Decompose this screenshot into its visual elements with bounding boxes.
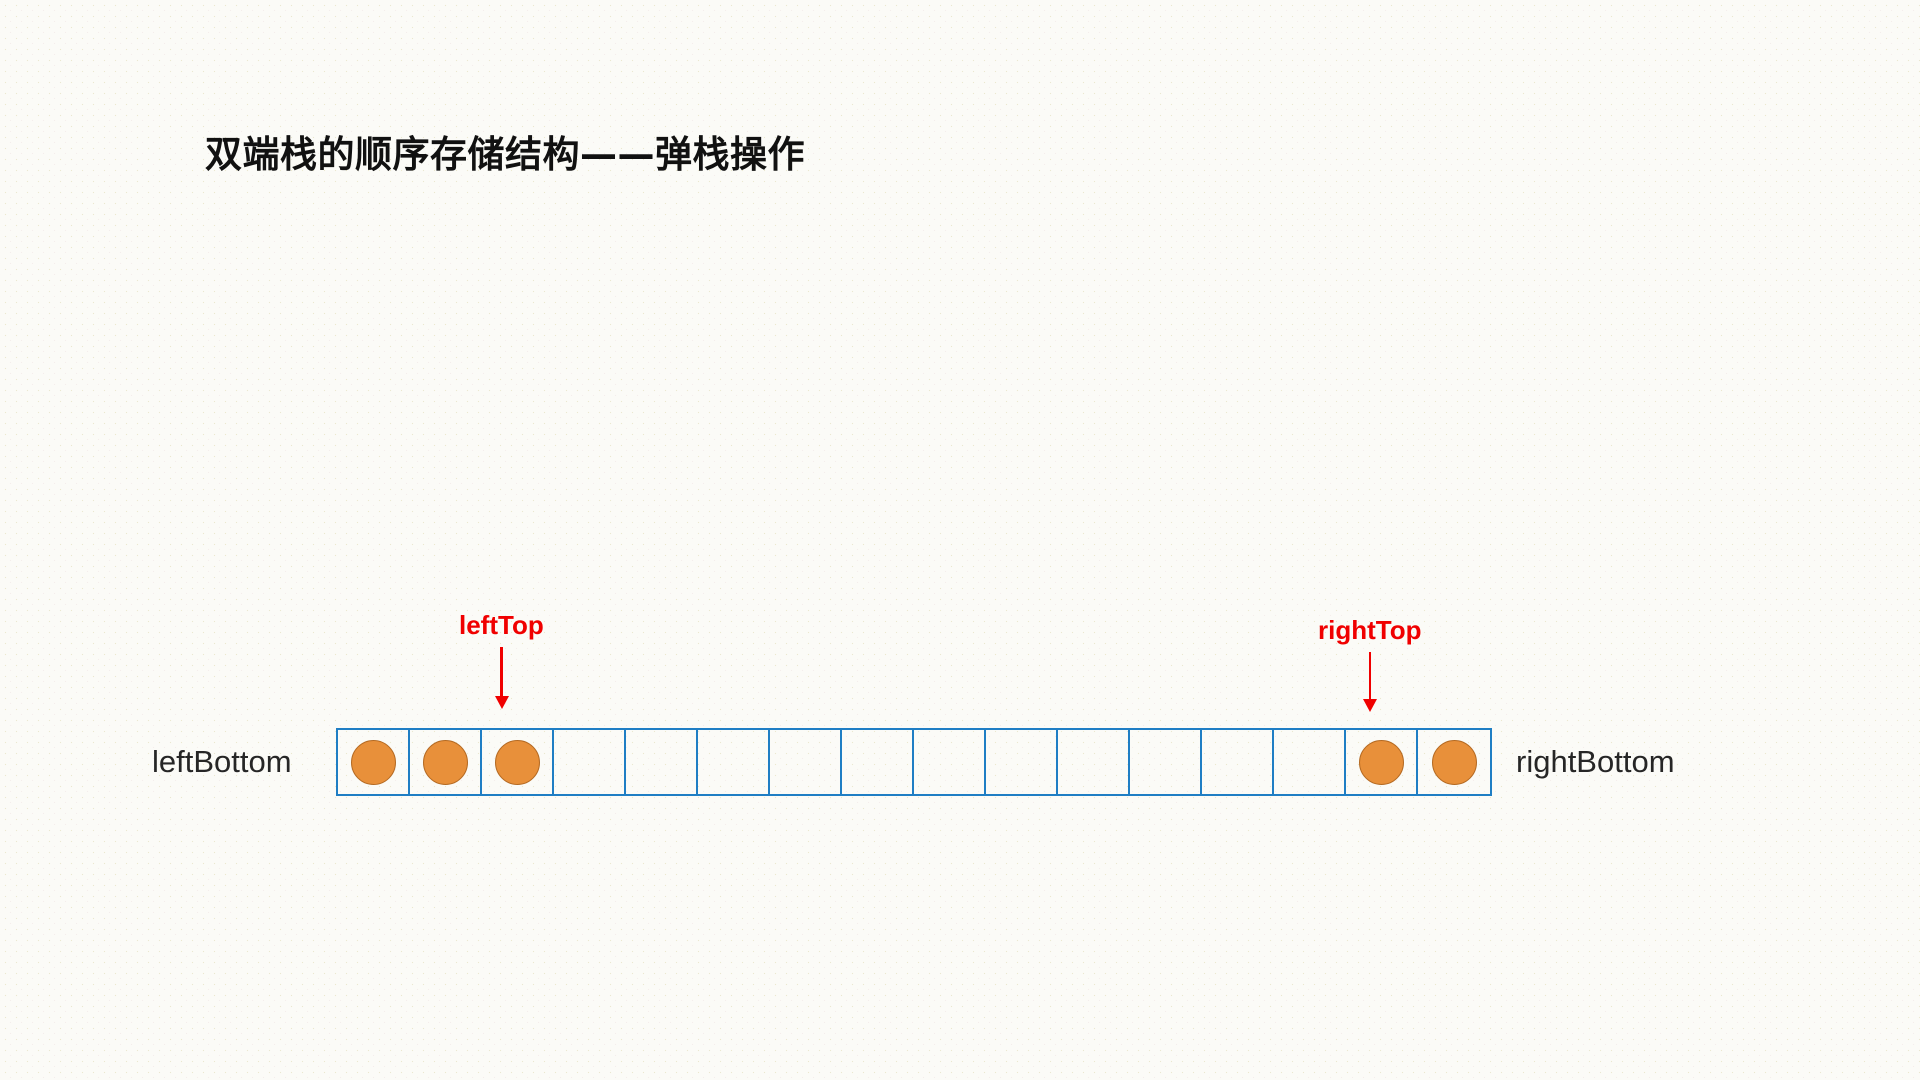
left-top-pointer: leftTop: [459, 612, 544, 709]
deque-cell[interactable]: [1202, 730, 1274, 794]
deque-cell[interactable]: [1274, 730, 1346, 794]
deque-cell[interactable]: [698, 730, 770, 794]
down-arrow-icon: [494, 647, 509, 709]
deque-cell[interactable]: [1418, 730, 1490, 794]
stack-element-token: [350, 739, 396, 785]
deque-cell[interactable]: [482, 730, 554, 794]
right-top-pointer: rightTop: [1318, 617, 1421, 712]
stack-element-token: [1358, 739, 1404, 785]
deque-cell[interactable]: [842, 730, 914, 794]
deque-cell[interactable]: [1346, 730, 1418, 794]
deque-cell[interactable]: [770, 730, 842, 794]
left-bottom-label: leftBottom: [152, 744, 292, 779]
left-top-pointer-label: leftTop: [459, 610, 544, 640]
deque-cell[interactable]: [914, 730, 986, 794]
deque-array: [336, 728, 1492, 796]
deque-cell[interactable]: [1058, 730, 1130, 794]
right-top-pointer-label: rightTop: [1318, 615, 1422, 645]
deque-cell[interactable]: [986, 730, 1058, 794]
down-arrow-icon: [1363, 652, 1378, 712]
stack-element-token: [1431, 739, 1477, 785]
deque-cell[interactable]: [1130, 730, 1202, 794]
deque-cell[interactable]: [410, 730, 482, 794]
page-title: 双端栈的顺序存储结构——弹栈操作: [205, 133, 805, 176]
stack-element-token: [494, 739, 540, 785]
deque-cell[interactable]: [554, 730, 626, 794]
deque-cell[interactable]: [626, 730, 698, 794]
stack-element-token: [422, 739, 468, 785]
right-bottom-label: rightBottom: [1516, 744, 1675, 779]
deque-cell[interactable]: [338, 730, 410, 794]
